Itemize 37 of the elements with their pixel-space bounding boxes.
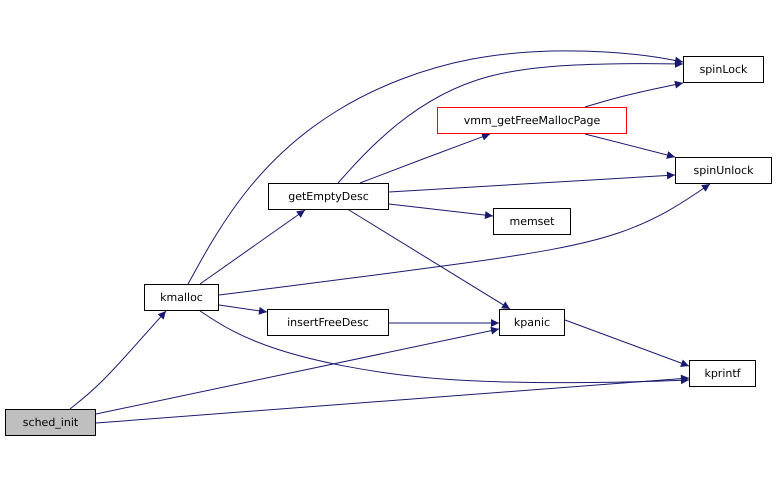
call-arrow	[96, 374, 690, 424]
call-arrow	[218, 304, 268, 315]
call-arrow	[200, 210, 306, 284]
function-box	[5, 409, 96, 436]
call-arrow	[96, 326, 500, 414]
function-name: spinLock	[700, 63, 748, 76]
function-name: sched_init	[22, 416, 78, 429]
function-box	[437, 107, 627, 134]
call-arrow	[200, 310, 690, 384]
function-box	[499, 309, 565, 336]
function-name: kprintf	[704, 367, 741, 380]
call-arrow	[70, 310, 166, 410]
function-box	[683, 56, 764, 83]
function-name: memset	[509, 215, 554, 228]
function-name: spinUnlock	[694, 164, 754, 177]
call-arrow	[564, 320, 690, 367]
function-box	[493, 208, 571, 235]
call-arrow	[338, 60, 684, 184]
call-arrow	[584, 80, 684, 108]
function-name: kmalloc	[160, 291, 203, 304]
call-arrow	[584, 134, 676, 159]
call-arrow	[388, 171, 676, 192]
function-box	[689, 360, 756, 387]
call-arrow	[388, 319, 500, 327]
function-box	[268, 183, 389, 210]
function-box	[267, 309, 389, 336]
call-arrow	[388, 204, 494, 220]
call-arrow	[348, 210, 510, 310]
function-box	[675, 157, 772, 184]
function-name: getEmptyDesc	[288, 190, 369, 203]
call-arrow	[360, 133, 490, 184]
function-name: insertFreeDesc	[287, 316, 369, 329]
call-arrow	[188, 50, 684, 284]
call-arrow	[218, 184, 710, 296]
function-name: vmm_getFreeMallocPage	[464, 114, 600, 127]
function-name: kpanic	[514, 316, 550, 329]
function-box	[144, 284, 219, 311]
